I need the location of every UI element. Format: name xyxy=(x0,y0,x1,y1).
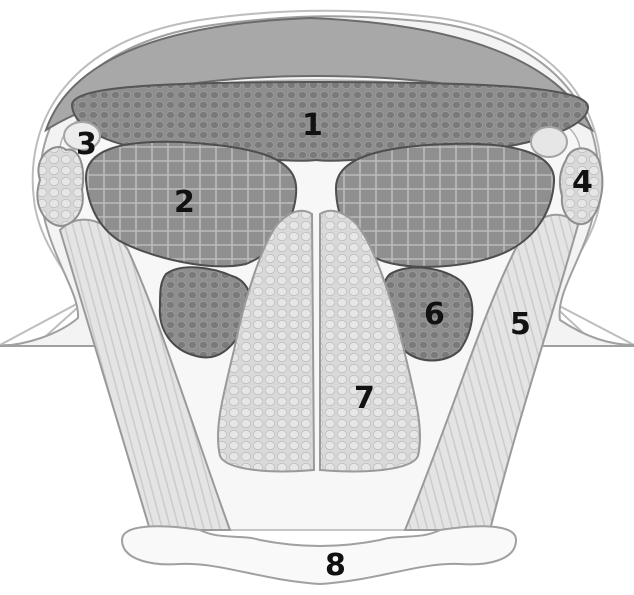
label-2: 2 xyxy=(174,185,195,220)
label-1: 1 xyxy=(302,108,323,143)
label-8: 8 xyxy=(325,548,346,583)
label-3: 3 xyxy=(76,127,97,162)
label-7: 7 xyxy=(354,381,375,416)
label-5: 5 xyxy=(510,307,531,342)
label-6: 6 xyxy=(424,297,445,332)
structure-3-right xyxy=(531,127,567,157)
label-4: 4 xyxy=(572,165,593,200)
structure-8 xyxy=(122,526,516,584)
